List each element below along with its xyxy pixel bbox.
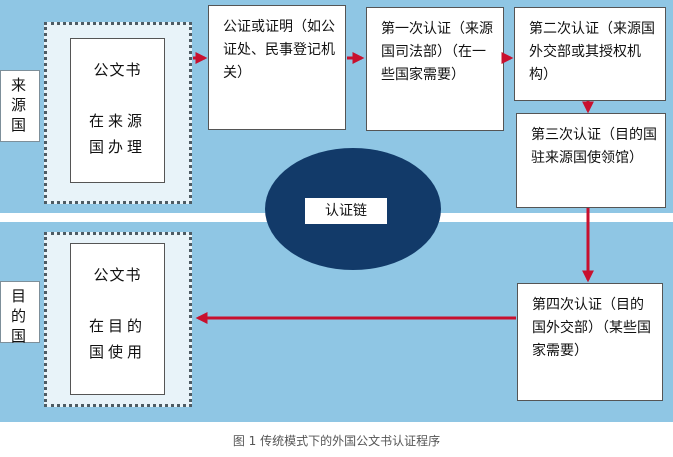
destination-document-title: 公文书 — [93, 266, 142, 284]
source-document-note: 在来源国办理 — [88, 112, 146, 156]
authentication-chain-label: 认证链 — [305, 198, 387, 224]
destination-country-label: 目的国 — [0, 281, 40, 345]
fourth-authentication-box: 第四次认证（目的国外交部）（某些国家需要） — [517, 283, 663, 401]
destination-document-card: 公文书 在目的国使用 — [70, 243, 165, 395]
second-authentication-box: 第二次认证（来源国外交部或其授权机构） — [514, 7, 666, 101]
source-document-card: 公文书 在来源国办理 — [70, 38, 165, 183]
figure-caption: 图 1 传统模式下的外国公文书认证程序 — [232, 434, 441, 448]
notarization-step-box: 公证或证明（如公证处、民事登记机关） — [208, 5, 346, 130]
destination-document-note: 在目的国使用 — [88, 317, 146, 361]
third-authentication-box: 第三次认证（目的国驻来源国使领馆） — [516, 113, 666, 208]
source-country-label: 来源国 — [0, 70, 40, 142]
first-authentication-box: 第一次认证（来源国司法部）（在一些国家需要） — [366, 7, 504, 131]
source-document-title: 公文书 — [93, 61, 142, 79]
